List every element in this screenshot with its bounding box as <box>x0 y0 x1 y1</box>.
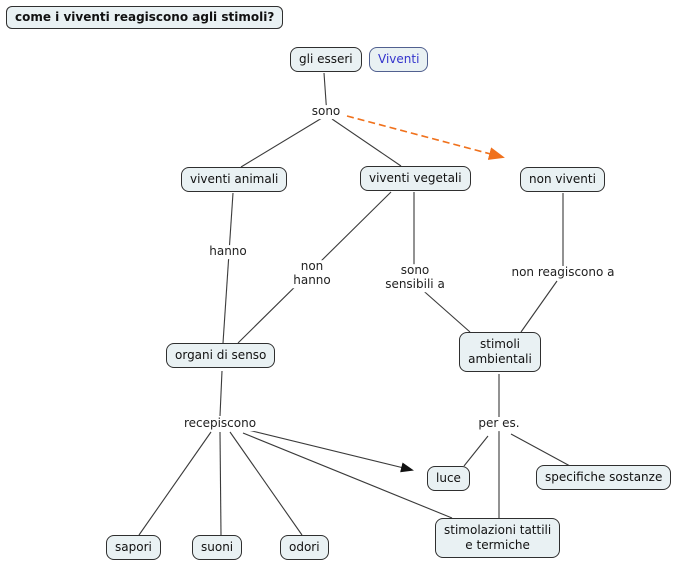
node-specifiche-sostanze[interactable]: specifiche sostanze <box>536 465 672 490</box>
node-stimolazioni-tattili[interactable]: stimolazioni tattili e termiche <box>435 518 561 558</box>
link-label-per-es[interactable]: per es. <box>476 416 522 431</box>
node-gli-esseri[interactable]: gli esseri <box>290 47 362 72</box>
node-sapori[interactable]: sapori <box>106 535 161 560</box>
link-label-non-reagiscono-a[interactable]: non reagiscono a <box>509 265 617 280</box>
link-label-non-hanno[interactable]: non hanno <box>291 259 333 288</box>
node-odori[interactable]: odori <box>280 535 329 560</box>
node-viventi-animali[interactable]: viventi animali <box>181 167 288 192</box>
link-label-recepiscono[interactable]: recepiscono <box>181 416 259 431</box>
node-organi-di-senso[interactable]: organi di senso <box>166 343 276 368</box>
link-label-sono[interactable]: sono <box>309 104 343 119</box>
link-label-sono-sensibili-a[interactable]: sono sensibili a <box>383 263 447 292</box>
node-luce[interactable]: luce <box>427 466 470 491</box>
node-suoni[interactable]: suoni <box>192 535 243 560</box>
node-viventi-vegetali[interactable]: viventi vegetali <box>360 166 471 191</box>
node-stimoli-ambientali[interactable]: stimoli ambientali <box>459 332 541 372</box>
link-label-hanno[interactable]: hanno <box>207 244 249 259</box>
node-non-viventi[interactable]: non viventi <box>520 167 605 192</box>
node-viventi[interactable]: Viventi <box>369 47 429 72</box>
map-title-node[interactable]: come i viventi reagiscono agli stimoli? <box>6 6 284 29</box>
